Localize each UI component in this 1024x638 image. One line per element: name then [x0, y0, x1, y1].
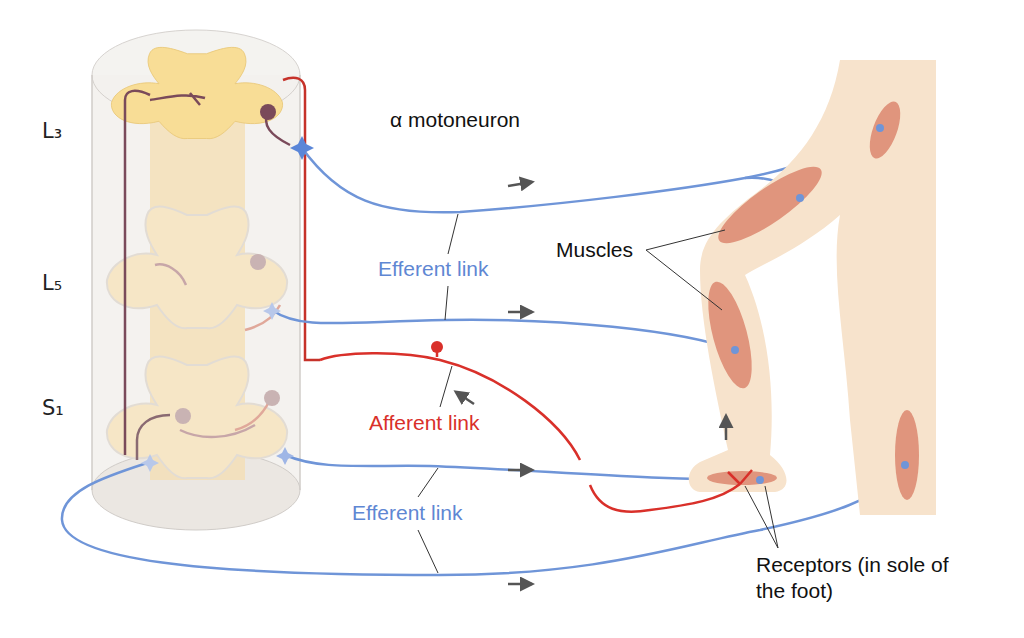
level-label: L₅ — [42, 270, 62, 296]
level-label: L₃ — [42, 118, 62, 144]
efferent-label: Efferent link — [378, 256, 489, 282]
muscle-label: Muscles — [556, 237, 633, 263]
interneurons — [125, 78, 320, 460]
afferent-label: Afferent link — [369, 410, 480, 436]
afferent-axon — [320, 350, 752, 512]
spinal-cord — [92, 30, 300, 530]
muscles — [699, 98, 919, 500]
level-label: S₁ — [42, 395, 64, 421]
receptor-label: Receptors (in sole of the foot) — [756, 552, 971, 605]
leg-silhouette — [689, 60, 936, 515]
efferent-label: Efferent link — [352, 500, 463, 526]
neuron-label: α motoneuron — [390, 107, 520, 133]
flow-arrows — [456, 182, 726, 584]
efferent-axons — [62, 128, 905, 575]
